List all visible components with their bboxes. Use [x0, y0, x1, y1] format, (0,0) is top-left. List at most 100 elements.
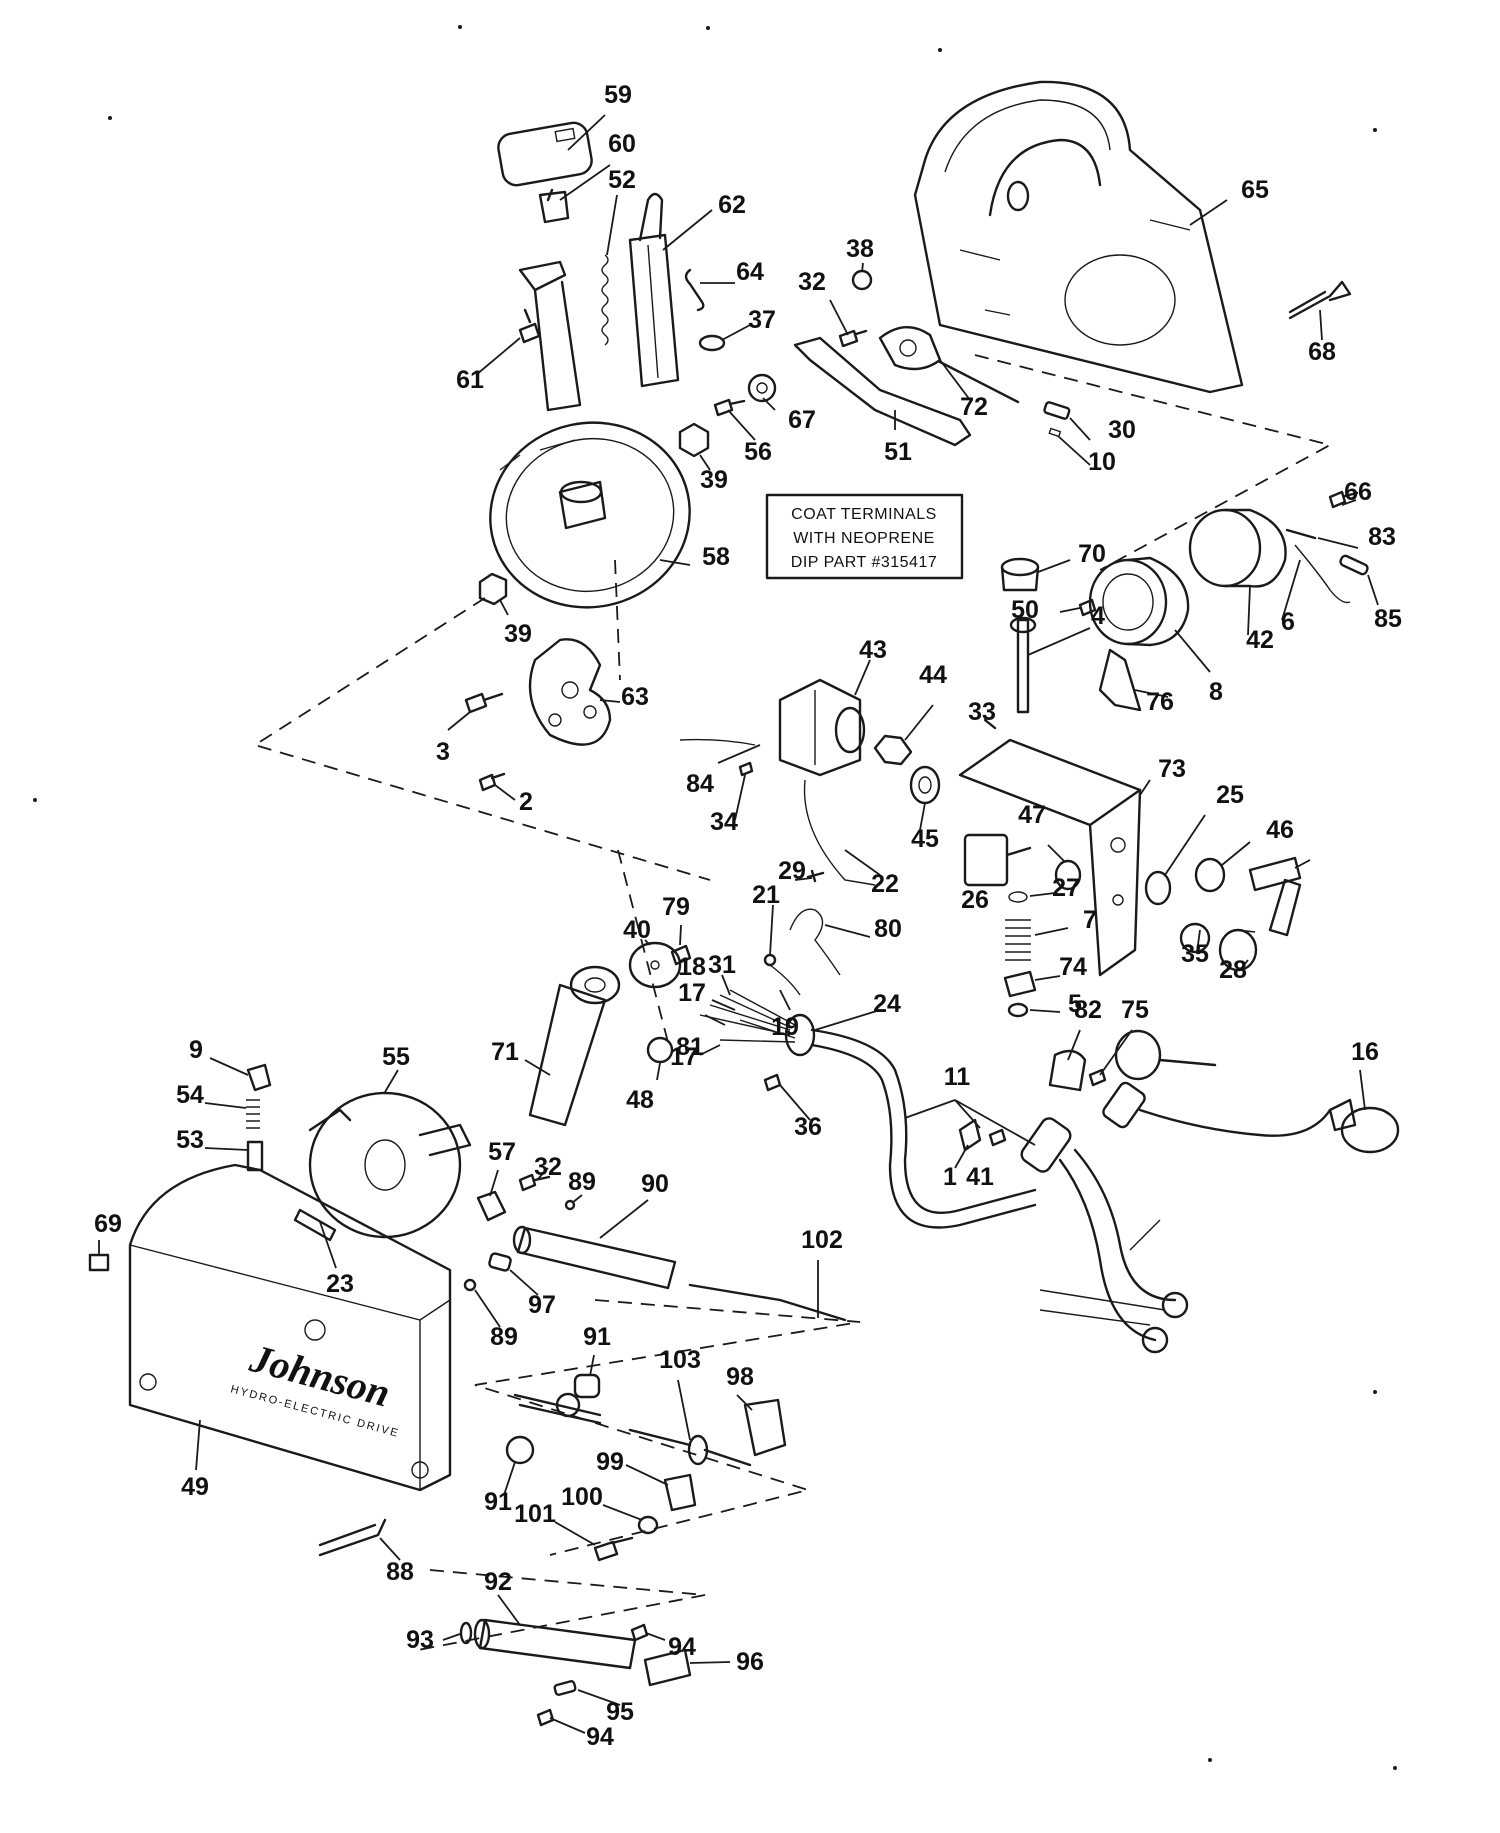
callout-83: 83 [1368, 523, 1396, 551]
callout-82: 82 [1074, 996, 1102, 1024]
callout-40: 40 [623, 916, 651, 944]
part-97-sleeve [488, 1252, 512, 1272]
callout-62: 62 [718, 191, 746, 219]
callout-5: 5 [1068, 990, 1082, 1018]
callout-97: 97 [528, 1291, 556, 1319]
callout-22: 22 [871, 870, 899, 898]
part-93-ring [459, 1621, 473, 1645]
part-60-clip [538, 188, 570, 224]
callout-59: 59 [604, 81, 632, 109]
part-54-spring [246, 1099, 260, 1129]
callout-31: 31 [708, 951, 736, 979]
part-52-spring [601, 254, 609, 346]
callout-32: 32 [798, 268, 826, 296]
callout-39: 39 [700, 466, 728, 494]
part-94-screw-upper [630, 1623, 649, 1642]
callout-95: 95 [606, 1698, 634, 1726]
callout-50: 50 [1011, 596, 1039, 624]
callout-88: 88 [386, 1558, 414, 1586]
part-91-bushing-lower [505, 1435, 535, 1465]
part-21-screw [806, 869, 825, 883]
part-88-screw [318, 1518, 387, 1557]
callout-34: 34 [710, 808, 738, 836]
callout-91: 91 [484, 1488, 512, 1516]
callout-58: 58 [702, 543, 730, 571]
callout-8: 8 [1209, 678, 1223, 706]
callout-93: 93 [406, 1626, 434, 1654]
part-53-plunger [246, 1140, 264, 1172]
part-102-cable [688, 1283, 847, 1322]
callout-89: 89 [490, 1323, 518, 1351]
callout-33: 33 [968, 698, 996, 726]
part-11-cable-harness [810, 1028, 1037, 1229]
note-line-1: COAT TERMINALS [791, 506, 937, 523]
part-48-bushing [646, 1036, 674, 1064]
callout-numbers: 5960526264376167563958396332653832725130… [94, 81, 1402, 1751]
part-2-screw [478, 772, 506, 792]
part-27-toggle-switch [963, 833, 1032, 887]
part-50-screw [1078, 598, 1097, 617]
callout-36: 36 [794, 1113, 822, 1141]
callout-16: 16 [1351, 1038, 1379, 1066]
callout-70: 70 [1078, 540, 1106, 568]
callout-29: 29 [778, 857, 806, 885]
part-33-pin [983, 718, 997, 730]
part-79-wire [789, 908, 841, 976]
callout-27: 27 [1052, 874, 1080, 902]
part-44-nut [873, 734, 913, 766]
callout-72: 72 [960, 393, 988, 421]
part-wire-harness-ends [699, 989, 816, 1057]
part-34-screw [738, 761, 754, 777]
part-65-control-box [913, 80, 1244, 394]
part-39-nut-upper [678, 422, 710, 458]
part-68-screw [1288, 280, 1352, 320]
callout-35: 35 [1181, 940, 1209, 968]
part-101-screw [593, 1536, 634, 1562]
part-23-lever [293, 1208, 337, 1242]
part-22-wire [803, 779, 876, 886]
part-26-nut [1054, 859, 1082, 891]
part-95-pin [553, 1680, 577, 1696]
part-62-guide [628, 192, 680, 388]
part-75-screw [1088, 1068, 1107, 1087]
part-64-clip [684, 268, 705, 312]
part-31-disc [628, 941, 682, 989]
part-91-bushing-upper [573, 1373, 601, 1399]
callout-47: 47 [1018, 801, 1046, 829]
callout-46: 46 [1266, 816, 1294, 844]
callout-25: 25 [1216, 781, 1244, 809]
part-40-screw [670, 944, 692, 966]
callout-30: 30 [1108, 416, 1136, 444]
callout-43: 43 [859, 636, 887, 664]
callout-66: 66 [1344, 478, 1372, 506]
callout-76: 76 [1146, 688, 1174, 716]
part-5-clip [1003, 970, 1037, 998]
part-46-nut [1194, 857, 1226, 893]
part-89-pin-upper [564, 1199, 576, 1211]
part-76-bracket [1098, 648, 1142, 712]
callout-53: 53 [176, 1126, 204, 1154]
print-specks [33, 25, 1397, 1770]
callout-67: 67 [788, 406, 816, 434]
callout-57: 57 [488, 1138, 516, 1166]
part-41-screw [988, 1128, 1007, 1147]
callout-91: 91 [583, 1323, 611, 1351]
callout-44: 44 [919, 661, 947, 689]
callout-94: 94 [586, 1723, 614, 1751]
callout-68: 68 [1308, 338, 1336, 366]
part-29-cylinder [1218, 928, 1258, 972]
callout-38: 38 [846, 235, 874, 263]
callout-103: 103 [659, 1346, 701, 1374]
part-35-nut [1007, 1002, 1029, 1018]
part-82-clamp [1048, 1049, 1087, 1092]
callout-92: 92 [484, 1568, 512, 1596]
part-30-pin [1043, 401, 1071, 420]
part-69-screw [88, 1253, 110, 1272]
part-36-screw [763, 1073, 782, 1092]
part-70-knob [1000, 557, 1040, 592]
callout-1: 1 [943, 1163, 957, 1191]
part-16-terminal-boot [1328, 1098, 1400, 1154]
callout-18: 18 [678, 953, 706, 981]
part-92-rod [473, 1618, 637, 1670]
